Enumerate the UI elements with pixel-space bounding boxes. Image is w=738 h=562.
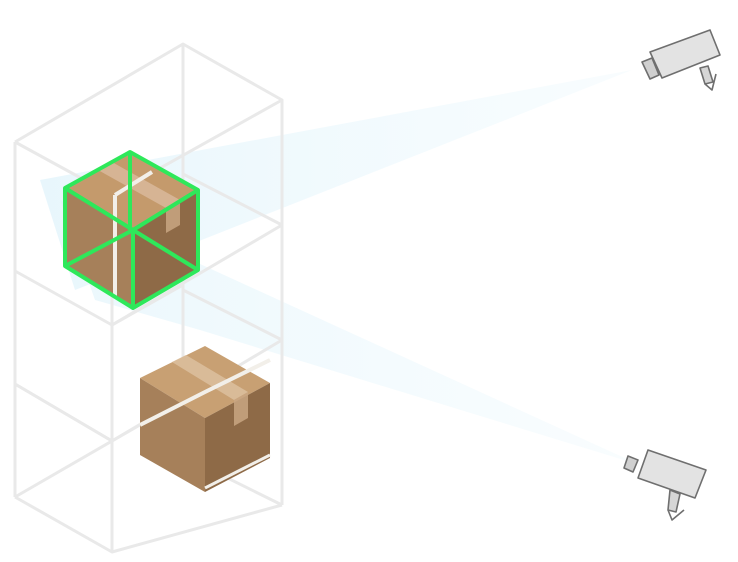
security-camera-icon	[641, 29, 721, 91]
view-cone-bottom	[60, 200, 640, 465]
security-camera-icon	[623, 449, 707, 521]
cardboard-box-icon	[139, 346, 271, 492]
box-left-face	[140, 378, 205, 492]
detection-highlight	[63, 150, 200, 310]
